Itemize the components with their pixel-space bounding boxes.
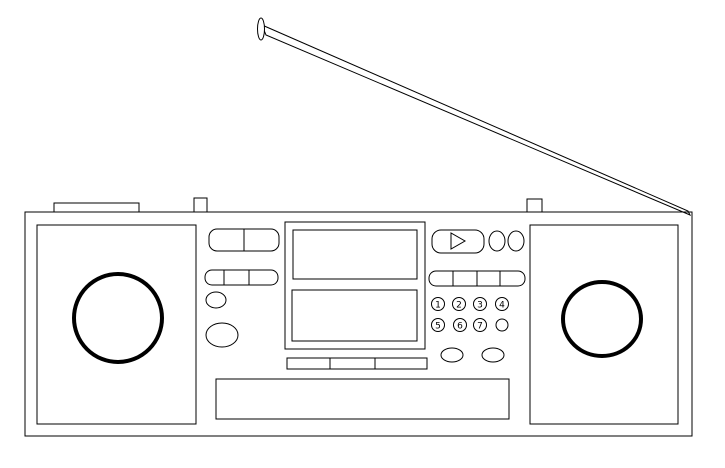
- small-knob[interactable]: [205, 291, 227, 309]
- cassette-deck: [284, 221, 428, 370]
- antenna-rod: [261, 24, 692, 216]
- tape-controls[interactable]: [286, 357, 428, 370]
- preset-label-5: 5: [435, 322, 441, 332]
- preset-label-1: 1: [435, 301, 441, 311]
- radio-body: [24, 211, 693, 437]
- right-speaker: [529, 224, 679, 425]
- oval-button-right[interactable]: [481, 347, 505, 363]
- oval-button-left[interactable]: [440, 347, 464, 363]
- play-triangle-icon: [450, 232, 467, 250]
- preset-label-3: 3: [477, 301, 483, 311]
- round-button-2[interactable]: [507, 230, 525, 252]
- top-tab-right: [526, 198, 543, 213]
- left-speaker-cone: [72, 272, 164, 364]
- antenna-tip: [257, 17, 265, 41]
- left-speaker-panel: [36, 224, 197, 425]
- tuning-panel: [215, 378, 510, 420]
- antenna: [257, 17, 692, 216]
- preset-button-blank[interactable]: [495, 318, 509, 332]
- preset-label-6: 6: [457, 322, 463, 332]
- round-button-1[interactable]: [488, 230, 506, 252]
- cassette-window-top: [292, 229, 418, 280]
- left-speaker: [36, 224, 197, 425]
- preset-button-5[interactable]: [431, 318, 445, 332]
- play-button[interactable]: [431, 229, 485, 254]
- preset-button-4[interactable]: [495, 297, 509, 311]
- preset-button-2[interactable]: [452, 297, 466, 311]
- right-controls: 1 2 3 4 5 6 7: [428, 229, 526, 363]
- carry-handle: [53, 202, 140, 212]
- cassette-frame: [284, 221, 426, 350]
- preset-button-6[interactable]: [453, 318, 467, 332]
- preset-button-7[interactable]: [473, 318, 487, 332]
- volume-knob[interactable]: [205, 322, 239, 348]
- preset-label-7: 7: [477, 322, 483, 332]
- preset-label-4: 4: [499, 301, 505, 311]
- right-speaker-panel: [529, 224, 679, 425]
- top-tab-left: [193, 197, 208, 213]
- left-controls: [204, 228, 280, 348]
- preset-button-1[interactable]: [431, 297, 445, 311]
- cassette-window-bottom: [291, 289, 418, 342]
- preset-label-2: 2: [456, 301, 462, 311]
- function-slider[interactable]: [204, 269, 279, 286]
- preset-button-3[interactable]: [473, 297, 487, 311]
- right-speaker-cone: [561, 280, 643, 358]
